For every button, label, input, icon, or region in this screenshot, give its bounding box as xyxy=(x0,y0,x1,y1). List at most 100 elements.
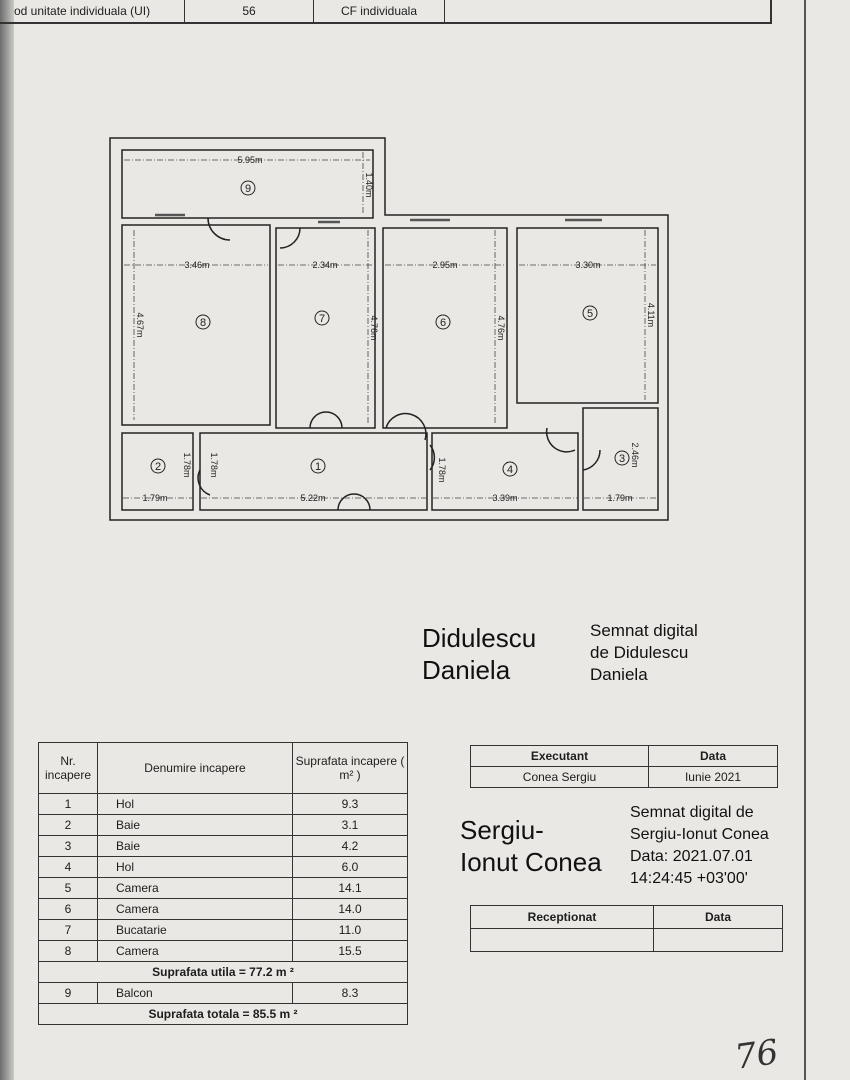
room-9-outline xyxy=(121,149,374,219)
room-name: Camera xyxy=(97,898,293,920)
room-1-marker: 1 xyxy=(310,458,326,474)
svg-text:1.78m: 1.78m xyxy=(209,452,219,477)
sig2-note-line: Semnat digital de xyxy=(630,804,754,821)
room-area: 15.5 xyxy=(292,940,408,962)
room-name: Camera xyxy=(97,940,293,962)
col-header-name: Denumire incapere xyxy=(97,742,293,794)
svg-text:2.46m: 2.46m xyxy=(630,442,640,467)
sig1-note-line: de Didulescu xyxy=(590,643,689,662)
svg-text:4.76m: 4.76m xyxy=(496,315,506,340)
svg-text:1: 1 xyxy=(315,461,321,473)
room-name: Hol xyxy=(97,793,293,815)
room-area: 8.3 xyxy=(292,982,408,1004)
floor-plan: 9 8 7 6 5 2 1 4 3 5.95m 1.40m 3.46m 4.67… xyxy=(109,137,669,521)
svg-text:1.79m: 1.79m xyxy=(142,493,167,503)
sig2-note-line: Sergiu-Ionut Conea xyxy=(630,826,769,843)
room-8-marker: 8 xyxy=(195,314,211,330)
sig1-note-line: Semnat digital xyxy=(590,621,698,640)
room-5-marker: 5 xyxy=(582,305,598,321)
sig2-note-line: Data: 2021.07.01 xyxy=(630,848,753,865)
room-4-outline xyxy=(431,432,579,511)
room-nr: 9 xyxy=(38,982,98,1004)
executant-header: Executant xyxy=(470,745,649,767)
room-numbers: 9 8 7 6 5 2 1 4 3 xyxy=(150,180,630,477)
room-2-marker: 2 xyxy=(150,458,166,474)
svg-text:9: 9 xyxy=(245,183,251,195)
room-nr: 4 xyxy=(38,856,98,878)
total-area: Suprafata totala = 85.5 m ² xyxy=(38,1003,408,1025)
room-6-marker: 6 xyxy=(435,314,451,330)
sig2-name-line: Ionut Conea xyxy=(460,847,602,877)
signature-conea-name: Sergiu- Ionut Conea xyxy=(460,814,602,878)
receptionat-header: Receptionat xyxy=(470,905,654,929)
svg-text:4.11m: 4.11m xyxy=(646,303,656,327)
room-name: Hol xyxy=(97,856,293,878)
room-name: Baie xyxy=(97,814,293,836)
svg-text:3.46m: 3.46m xyxy=(184,260,209,270)
room-2-outline xyxy=(121,432,194,511)
room-6-outline xyxy=(382,227,508,429)
svg-text:1.40m: 1.40m xyxy=(364,172,374,197)
room-nr: 5 xyxy=(38,877,98,899)
outer-wall xyxy=(109,137,669,521)
room-7-marker: 7 xyxy=(314,310,330,326)
room-name: Bucatarie xyxy=(97,919,293,941)
executant-date: Iunie 2021 xyxy=(648,766,778,788)
cf-label: CF individuala xyxy=(314,0,445,22)
col-header-area: Suprafata incapere ( m² ) xyxy=(292,742,408,794)
svg-text:4: 4 xyxy=(507,464,513,476)
room-3-outline xyxy=(582,407,659,511)
room-name: Balcon xyxy=(97,982,293,1004)
svg-text:3.39m: 3.39m xyxy=(492,493,517,503)
room-area: 14.1 xyxy=(292,877,408,899)
signature-didulescu-name: Didulescu Daniela xyxy=(422,622,536,686)
col-header-nr: Nr. incapere xyxy=(38,742,98,794)
svg-text:5.22m: 5.22m xyxy=(300,493,325,503)
room-area: 3.1 xyxy=(292,814,408,836)
svg-text:3.30m: 3.30m xyxy=(575,260,600,270)
receptionat-name xyxy=(470,928,654,952)
room-3-marker: 3 xyxy=(614,450,630,466)
sig2-name-line: Sergiu- xyxy=(460,815,544,845)
svg-text:1.78m: 1.78m xyxy=(182,452,192,477)
room-5-outline xyxy=(516,227,659,404)
svg-text:5: 5 xyxy=(587,308,593,320)
date-header: Data xyxy=(648,745,778,767)
room-nr: 1 xyxy=(38,793,98,815)
room-7-outline xyxy=(275,227,376,429)
svg-text:3: 3 xyxy=(619,453,625,465)
handwritten-page-number: 76 xyxy=(732,1032,781,1078)
svg-text:2: 2 xyxy=(155,461,161,473)
signature-conea-note: Semnat digital de Sergiu-Ionut Conea Dat… xyxy=(630,802,769,890)
svg-text:4.76m: 4.76m xyxy=(369,315,379,340)
signature-didulescu-note: Semnat digital de Didulescu Daniela xyxy=(590,620,698,686)
room-9-marker: 9 xyxy=(240,180,256,196)
unit-code-label: od unitate individuala (UI) xyxy=(0,0,185,22)
room-area: 9.3 xyxy=(292,793,408,815)
svg-text:8: 8 xyxy=(200,317,206,329)
sig1-name-line: Daniela xyxy=(422,655,511,685)
room-4-marker: 4 xyxy=(502,461,518,477)
unit-info-row: od unitate individuala (UI) 56 CF indivi… xyxy=(0,0,772,24)
page-border xyxy=(804,0,806,1080)
svg-text:1.78m: 1.78m xyxy=(437,457,447,482)
room-name: Camera xyxy=(97,877,293,899)
room-nr: 2 xyxy=(38,814,98,836)
room-nr: 7 xyxy=(38,919,98,941)
svg-text:7: 7 xyxy=(319,313,325,325)
door-arcs xyxy=(197,217,601,511)
receptionat-date xyxy=(653,928,783,952)
svg-text:6: 6 xyxy=(440,317,446,329)
executant-name: Conea Sergiu xyxy=(470,766,649,788)
useful-area: Suprafata utila = 77.2 m ² xyxy=(38,961,408,983)
page-edge-shadow xyxy=(0,0,14,1080)
